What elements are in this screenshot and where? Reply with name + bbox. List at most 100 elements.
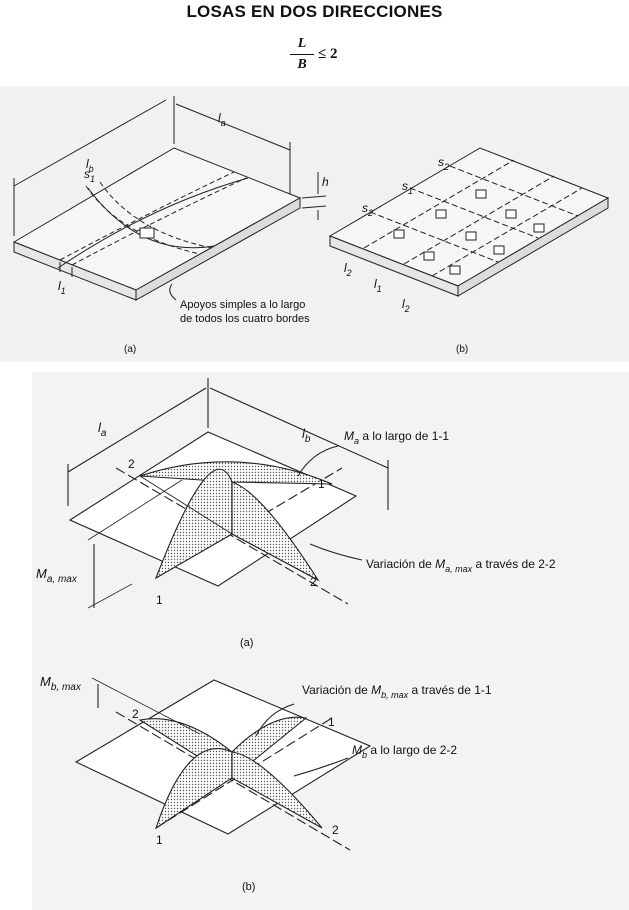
svg-text:s2: s2 xyxy=(362,201,373,218)
svg-text:l2: l2 xyxy=(402,297,410,314)
label-mamax-sub: a, max xyxy=(47,574,78,585)
label-ma-sub: a xyxy=(354,436,359,446)
fraction-denominator: B xyxy=(297,57,307,73)
node-2-bottom: 2 xyxy=(310,575,317,589)
label-b-s1: s xyxy=(402,179,408,193)
dim-mbmax-ext xyxy=(91,677,201,735)
center-cell xyxy=(139,227,155,239)
svg-text:Mb a lo largo de 2-2: Mb a lo largo de 2-2 xyxy=(352,743,457,760)
axis-2-2 xyxy=(115,467,349,605)
node-1-bottom: 1 xyxy=(156,833,163,847)
strip-s-line xyxy=(409,187,539,239)
support-note-line2: de todos los cuatro bordes xyxy=(180,313,310,325)
label-var-a-text: a través de 2-2 xyxy=(472,557,556,571)
ma-curve xyxy=(139,461,333,485)
slab-b-side xyxy=(457,197,609,297)
leader-ma xyxy=(297,445,339,477)
svg-text:Variación de Mb, max a través: Variación de Mb, max a través de 1-1 xyxy=(302,683,492,700)
grid-cell xyxy=(435,209,447,219)
svg-text:lb: lb xyxy=(302,426,311,445)
dim-lb xyxy=(13,99,167,187)
ma-max-curve xyxy=(231,481,320,582)
label-lb-sub: b xyxy=(305,434,311,445)
svg-text:lb: lb xyxy=(86,157,94,174)
node-1-bottom: 1 xyxy=(156,593,163,607)
node-2-top: 2 xyxy=(132,707,139,721)
grid-cell xyxy=(393,229,405,239)
strip-s-line xyxy=(449,165,579,217)
label-b-l2b-sub: 2 xyxy=(404,304,410,314)
moment-figure-panel: la lb Ma a lo largo de 1-1 Variación de … xyxy=(32,372,629,910)
strip-l1-curve xyxy=(57,177,249,269)
label-lb: l xyxy=(86,157,89,171)
grid-cell xyxy=(423,251,435,261)
label-b-l2: l xyxy=(344,261,347,275)
svg-text:la: la xyxy=(218,111,226,128)
leader-var-b xyxy=(255,703,295,737)
label-la-sub: a xyxy=(101,428,107,439)
support-note-line1: Apoyos simples a lo largo xyxy=(180,299,305,311)
node-2-top: 2 xyxy=(128,457,135,471)
label-ma: M xyxy=(344,429,354,443)
node-1-right: 1 xyxy=(328,715,335,729)
label-h: h xyxy=(322,175,329,189)
page-title: LOSAS EN DOS DIRECCIONES xyxy=(186,2,443,21)
dim-la xyxy=(175,103,291,151)
label-var-a-m: M xyxy=(435,557,445,571)
ratio-relation: ≤ 2 xyxy=(318,46,338,62)
fraction-numerator: L xyxy=(297,36,307,51)
label-la: l xyxy=(218,111,221,125)
label-mb-text: a lo largo de 2-2 xyxy=(367,743,457,757)
strip-l-line xyxy=(403,175,555,265)
label-b-l1-sub: 1 xyxy=(377,284,382,294)
node-2-bottom: 2 xyxy=(332,823,339,837)
dim-h-ext xyxy=(301,195,327,199)
label-l1: l xyxy=(58,279,61,293)
svg-text:s1: s1 xyxy=(84,167,95,184)
strip-s-line xyxy=(369,211,499,263)
axis-2-2 xyxy=(115,711,351,851)
label-var-b-text: a través de 1-1 xyxy=(408,683,492,697)
slab-a-side xyxy=(135,197,301,301)
strip-s1-edge xyxy=(99,181,213,249)
label-var-b-m: M xyxy=(371,683,381,697)
caption-fig1-a: (a) xyxy=(124,344,136,355)
label-mb-sub: b xyxy=(362,750,367,760)
svg-text:s1: s1 xyxy=(402,179,413,196)
moment-diagrams: la lb Ma a lo largo de 1-1 Variación de … xyxy=(36,378,556,893)
caption-moment-b: (b) xyxy=(242,881,255,893)
grid-cell xyxy=(533,223,545,233)
strip-l-line xyxy=(431,187,583,277)
slab-diagrams: lb la h s1 l1 Apoyos simples a lo largo … xyxy=(12,96,610,355)
dim-la xyxy=(67,387,207,473)
support-leader xyxy=(169,283,177,301)
label-lb: l xyxy=(302,426,306,441)
label-mbmax-sub: b, max xyxy=(51,682,82,693)
node-1-right: 1 xyxy=(318,477,325,491)
label-b-l1: l xyxy=(374,277,377,291)
dim-h-ext xyxy=(301,205,327,209)
label-var-b: Variación de xyxy=(302,683,371,697)
strip-l-line xyxy=(363,159,515,249)
label-la-sub: a xyxy=(221,118,226,128)
svg-text:Ma, max: Ma, max xyxy=(36,566,78,585)
label-var-b-sub: b, max xyxy=(381,690,409,700)
label-b-s2b-sub: 2 xyxy=(367,208,373,218)
svg-text:l1: l1 xyxy=(58,279,66,296)
label-mamax: M xyxy=(36,566,47,581)
label-l1-sub: 1 xyxy=(61,286,66,296)
moment-b xyxy=(74,677,372,851)
label-mbmax: M xyxy=(40,674,51,689)
strip-l1-edge xyxy=(59,171,235,261)
label-var-a: Variación de xyxy=(366,557,435,571)
grid-cell xyxy=(449,265,461,275)
caption-moment-a: (a) xyxy=(240,637,253,649)
label-b-s2b: s xyxy=(362,201,368,215)
leader-mb xyxy=(293,757,349,777)
label-b-l2-sub: 2 xyxy=(346,268,352,278)
strip-l1-edge xyxy=(71,177,247,266)
fraction-bar xyxy=(290,54,314,56)
slab-b xyxy=(328,147,610,297)
label-var-a-sub: a, max xyxy=(445,564,473,574)
label-b-s1-sub: 1 xyxy=(408,186,413,196)
